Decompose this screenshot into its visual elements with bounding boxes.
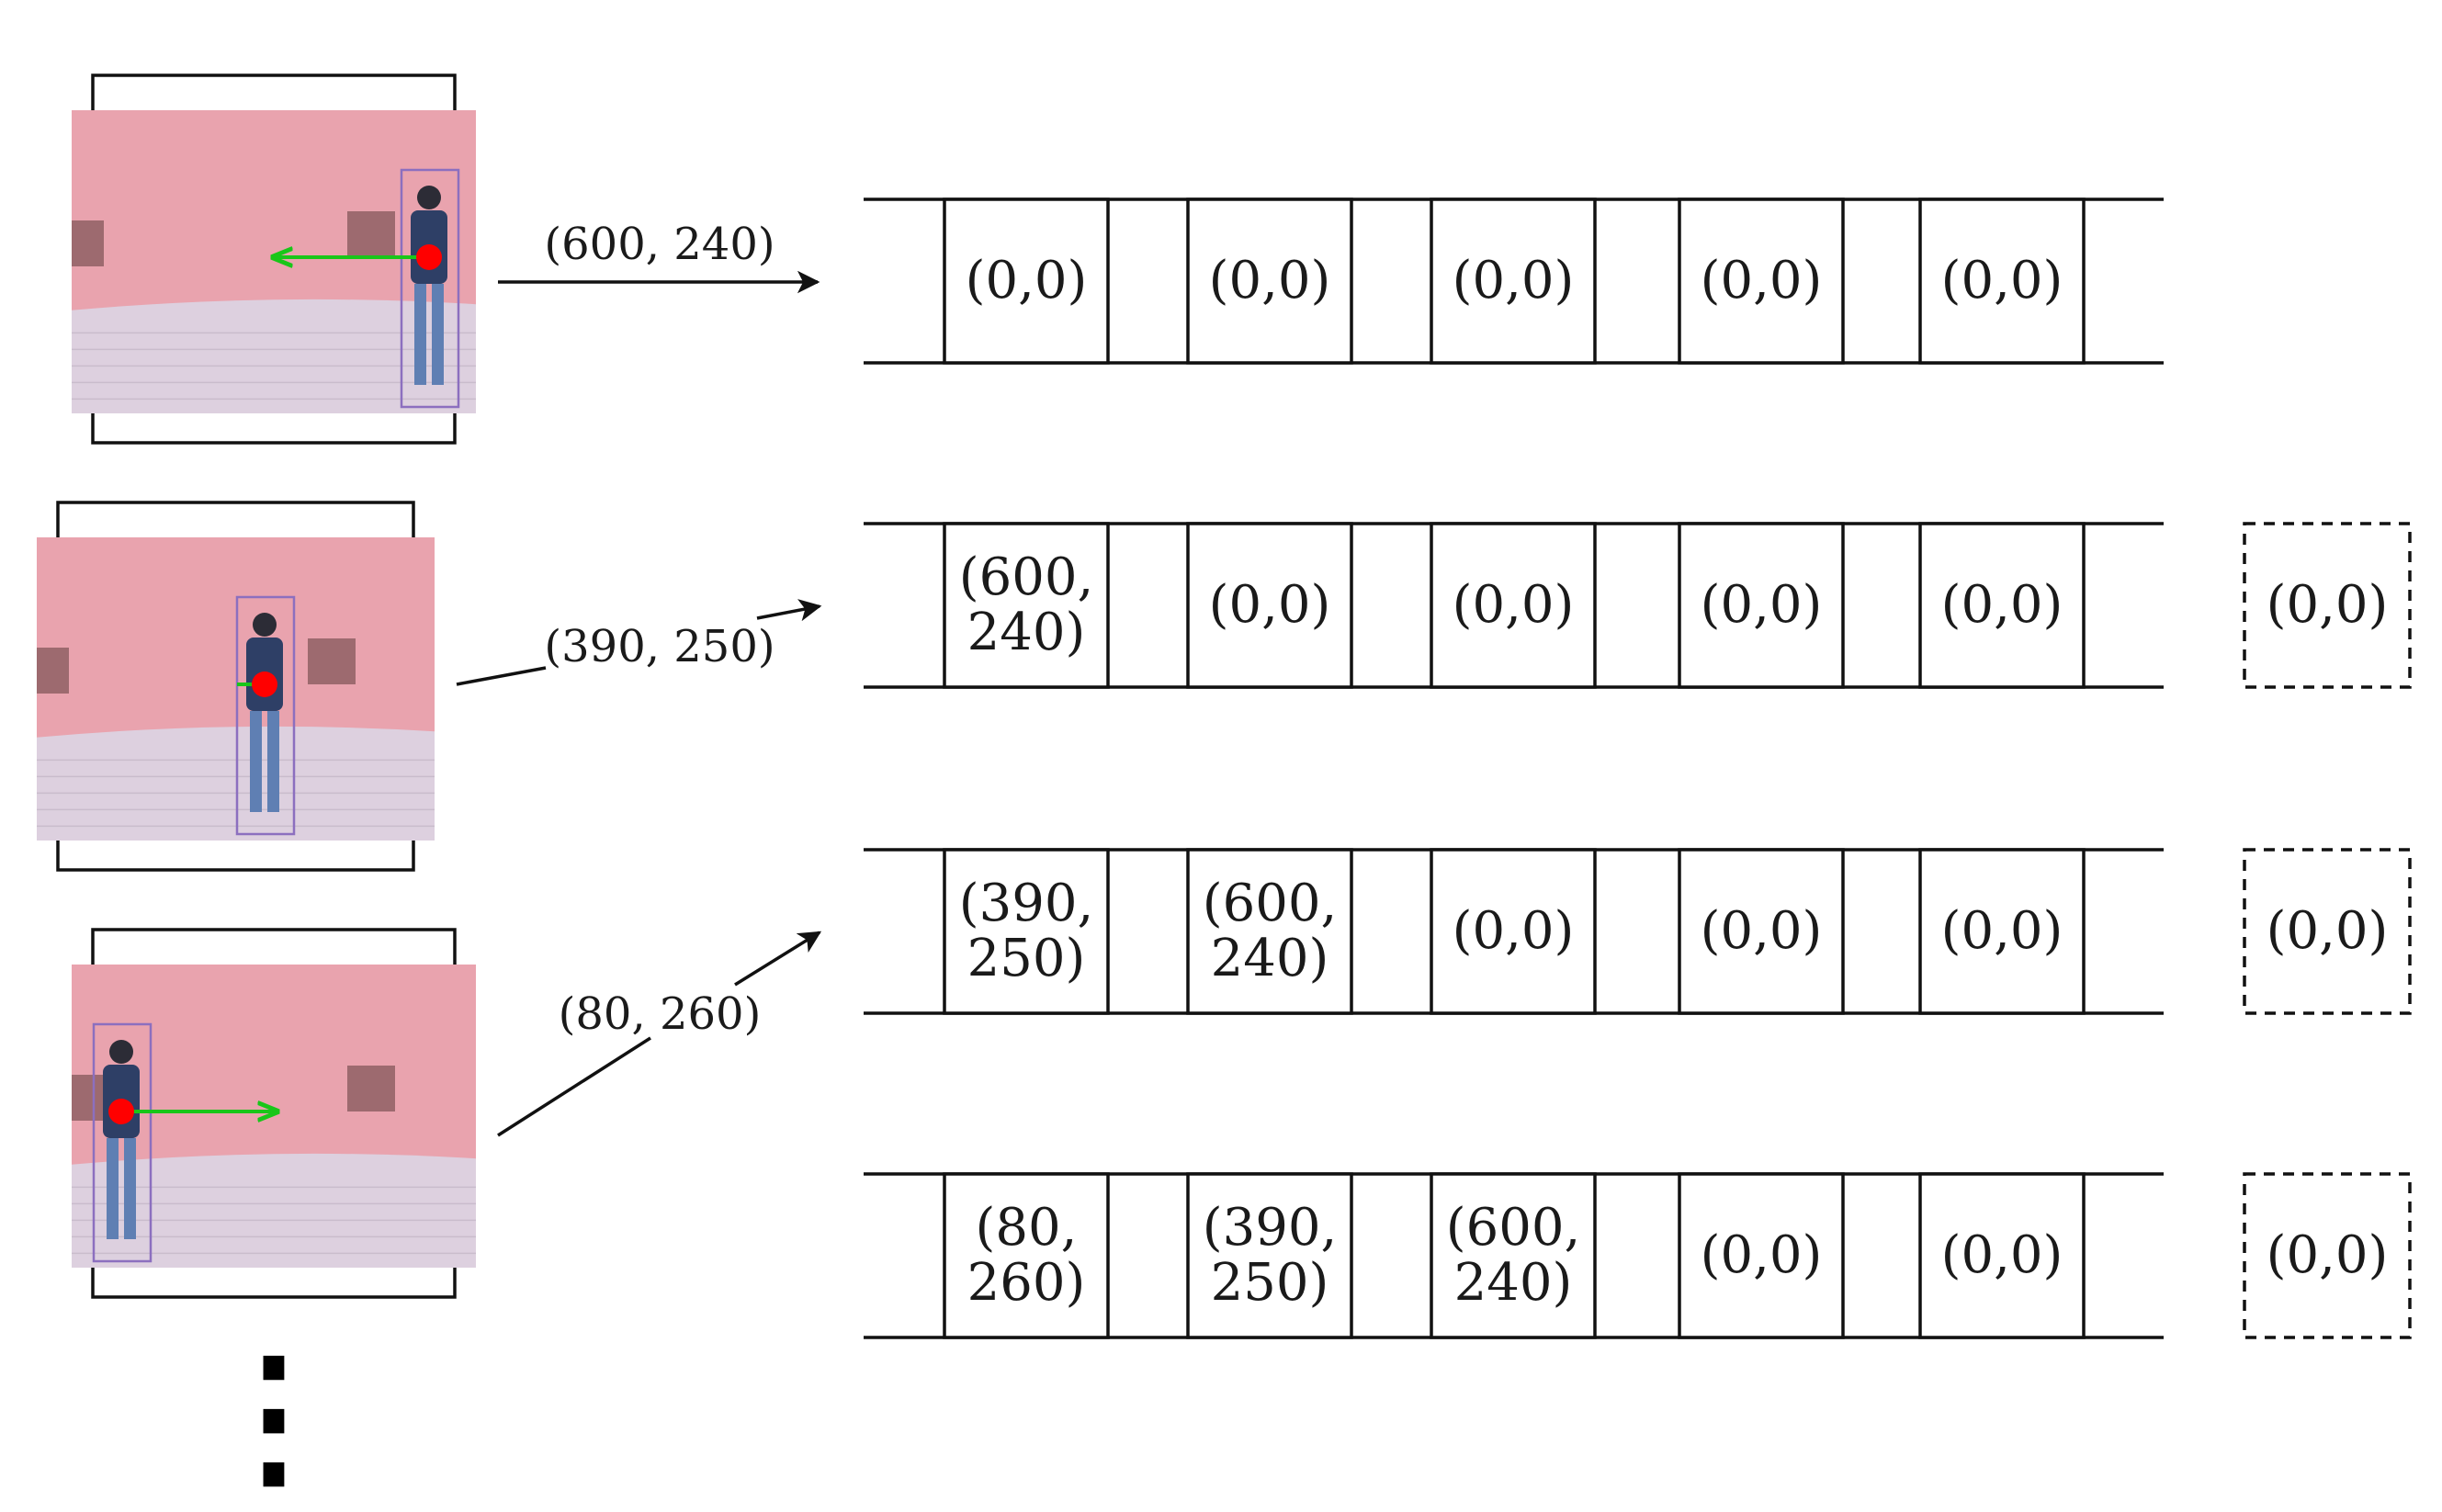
buffer-cell-value: (0,0) [1453,575,1575,635]
person-head [417,186,441,209]
buffer-cell [943,197,1110,365]
buffer-cell [1430,522,1597,689]
centroid-point [252,671,277,697]
buffer-cell [943,1172,1110,1339]
person-leg [432,284,444,385]
buffer-cell [1918,522,2086,689]
coord-arrow-3a [497,1036,651,1137]
coord-label-2: (390, 250) [544,621,774,672]
buffer-cell-value: (0,0) [1941,575,2063,635]
frame-bracket-bottom [56,841,415,872]
frames-group [37,73,476,1299]
buffer-cell-value: (0,0) [1701,1225,1823,1285]
person-head [253,613,277,637]
buffer-cell [1678,197,1845,365]
buffer-row-1: (0,0) (0,0) (0,0) (0,0) (0,0) [864,197,2164,365]
frame-bracket-top [56,501,415,537]
dropped-cell-value: (0,0) [2267,901,2389,961]
coord-arrow-3b [734,931,822,987]
buffer-cell [943,522,1110,689]
buffer-cell-value: (0,0) [1209,575,1331,635]
dropped-cell [2243,848,2412,1015]
buffer-row-2: (600,240) (0,0) (0,0) (0,0) (0,0) (0,0) [864,522,2412,689]
frame-window [347,211,395,257]
coord-arrow-2b [756,599,822,622]
person-leg [267,711,279,812]
buffer-cell-value: (390,250) [959,874,1094,988]
buffer-cell [1678,848,1845,1015]
dropped-cell [2243,1172,2412,1339]
continuation-dots: ⋮ [196,1324,352,1507]
frame-bracket-bottom [91,413,457,445]
centroid-point [416,244,442,270]
coord-label-1: (600, 240) [544,219,774,270]
buffer-cell [1678,522,1845,689]
buffer-cell [1186,197,1353,365]
buffers: (0,0)(0,0)(0,0)(0,0)(0,0)(600,240)(0,0)(… [864,197,2412,1339]
frame-window [308,638,356,684]
frame-bracket-top [91,73,457,110]
frame-window-edge [37,648,69,694]
buffer-cell-value: (390,250) [1203,1198,1338,1313]
frame-floor [72,1153,476,1268]
frame-floor [72,299,476,413]
buffer-row-3: (390,250) (600,240) (0,0) (0,0) (0,0) (0,0) [864,848,2412,1015]
buffer-cell-value: (0,0) [1941,251,2063,310]
frame-window [347,1066,395,1111]
buffer-cell-value: (0,0) [1941,1225,2063,1285]
buffer-cell [1430,848,1597,1015]
buffer-cell-value: (600,240) [959,547,1094,662]
video-frames [37,73,476,1299]
buffer-cell-value: (0,0) [966,251,1088,310]
frame-window-edge [72,1075,104,1121]
buffer-cell [1918,197,2086,365]
bounding-box [92,1022,153,1263]
frame-3 [72,928,476,1299]
dropped-cell-value: (0,0) [2267,1225,2389,1285]
buffer-cell-value: (0,0) [1209,251,1331,310]
buffer-cell-value: (80,260) [967,1198,1086,1313]
dropped-cell [2243,522,2412,689]
buffer-cell-value: (600,240) [1446,1198,1581,1313]
frame-bracket-bottom [91,1268,457,1299]
buffer-cell [1918,1172,2086,1339]
buffer-cell [1678,1172,1845,1339]
person-leg [107,1138,119,1239]
person-leg [414,284,426,385]
buffer-cell [1186,1172,1353,1339]
buffer-cell-value: (0,0) [1941,901,2063,961]
buffer-cell-value: (0,0) [1453,901,1575,961]
buffer-cell-value: (600,240) [1203,874,1338,988]
buffer-cell-value: (0,0) [1701,575,1823,635]
buffer-cell [1186,848,1353,1015]
buffer-row-4: (80,260) (390,250) (600,240) (0,0) (0,0) (0,0… [864,1172,2412,1339]
frame-1 [72,73,476,445]
coord-label-3: (80, 260) [559,988,762,1040]
person-leg [250,711,262,812]
person-head [109,1040,133,1064]
centroid-point [108,1099,134,1124]
buffer-cell [1918,848,2086,1015]
buffer-cell [1430,197,1597,365]
buffer-cell-value: (0,0) [1701,901,1823,961]
coord-arrow-2a [456,666,547,686]
frame-floor [37,726,435,841]
frame-bracket-top [91,928,457,965]
buffer-cell-value: (0,0) [1701,251,1823,310]
buffer-cell [943,848,1110,1015]
buffer-cell [1430,1172,1597,1339]
buffer-cell [1186,522,1353,689]
bounding-box [400,168,460,409]
frame-2 [37,501,435,872]
person-leg [124,1138,136,1239]
bounding-box [235,595,296,836]
frame-window-edge [72,220,104,266]
coordinate-arrows: (600, 240) (390, 250) (80, 260) [456,219,822,1137]
dropped-cell-value: (0,0) [2267,575,2389,635]
buffer-cell-value: (0,0) [1453,251,1575,310]
